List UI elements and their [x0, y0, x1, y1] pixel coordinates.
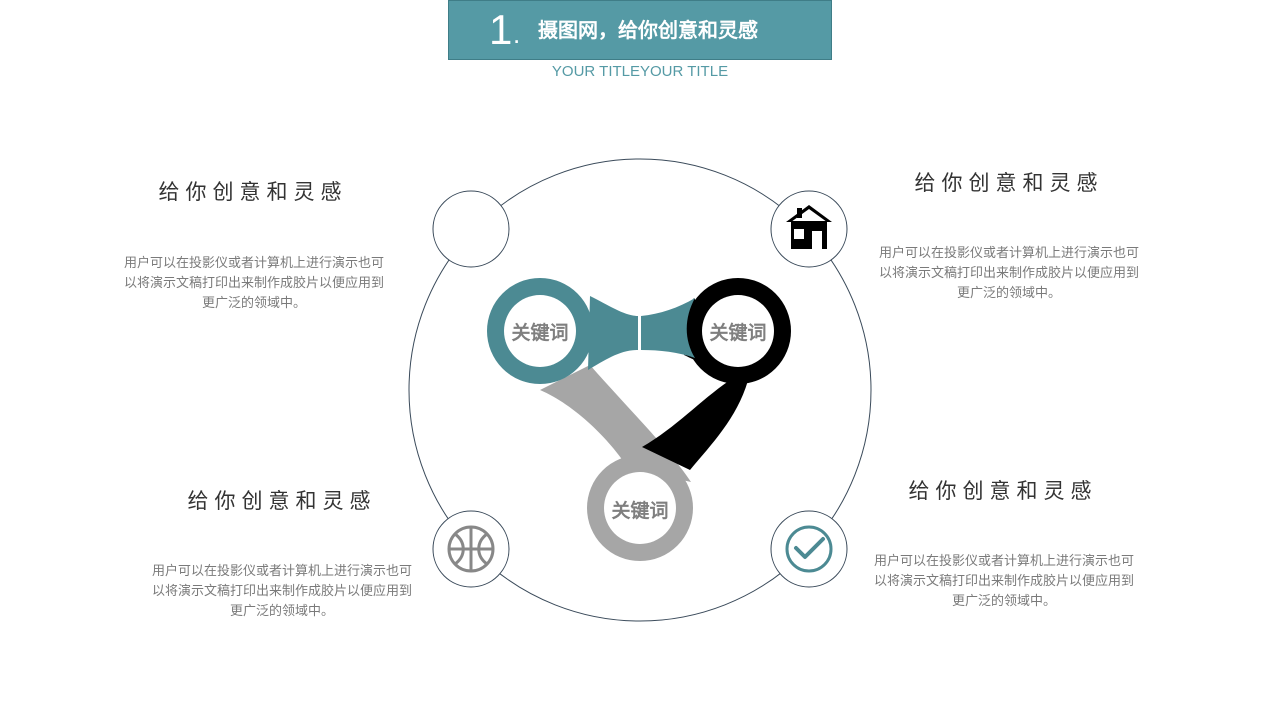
- keyword-label-teal: 关键词: [511, 321, 568, 344]
- keyword-label-black: 关键词: [709, 321, 766, 344]
- block-body-bottom-right: 用户可以在投影仪或者计算机上进行演示也可以将演示文稿打印出来制作成胶片以便应用到…: [874, 554, 1135, 609]
- page-title: 摄图网，给你创意和灵感: [538, 18, 758, 42]
- page-subtitle: YOUR TITLEYOUR TITLE: [551, 63, 729, 80]
- section-number-dot: .: [513, 19, 521, 49]
- keyword-label-gray: 关键词: [611, 499, 668, 522]
- basketball-icon: [432, 510, 510, 588]
- section-number: 1: [489, 6, 513, 53]
- block-heading-bottom-right: 给你创意和灵感: [908, 479, 1098, 503]
- checkmark-icon: [770, 510, 848, 588]
- block-body-top-left: 用户可以在投影仪或者计算机上进行演示也可以将演示文稿打印出来制作成胶片以便应用到…: [124, 256, 385, 311]
- block-body-bottom-left: 用户可以在投影仪或者计算机上进行演示也可以将演示文稿打印出来制作成胶片以便应用到…: [152, 564, 413, 619]
- block-heading-top-right: 给你创意和灵感: [914, 171, 1104, 195]
- title-banner: 1 . 摄图网，给你创意和灵感: [448, 0, 832, 60]
- block-body-top-right: 用户可以在投影仪或者计算机上进行演示也可以将演示文稿打印出来制作成胶片以便应用到…: [879, 246, 1140, 301]
- empty-circle-icon: [432, 190, 510, 268]
- teal-node: [487, 278, 695, 384]
- outer-ring: [408, 158, 872, 622]
- block-heading-top-left: 给你创意和灵感: [158, 180, 348, 204]
- black-node: [642, 278, 791, 470]
- house-icon: [770, 190, 848, 268]
- block-heading-bottom-left: 给你创意和灵感: [187, 489, 377, 513]
- gray-node: [540, 365, 693, 561]
